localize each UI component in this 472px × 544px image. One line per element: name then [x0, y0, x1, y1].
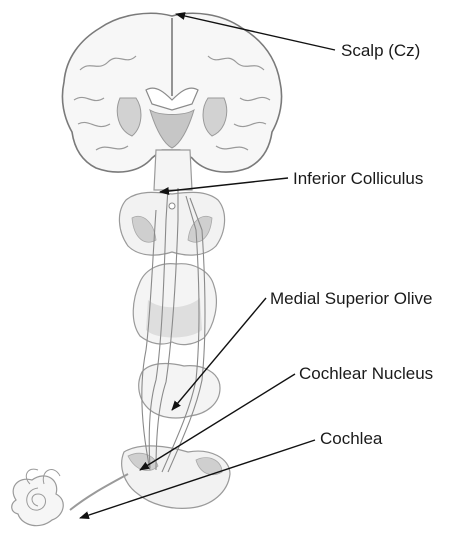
cerebrum	[62, 13, 281, 172]
label-cochlear-nucleus: Cochlear Nucleus	[299, 365, 433, 382]
label-scalp-cz: Scalp (Cz)	[341, 42, 420, 59]
midbrain-stem	[154, 150, 192, 190]
cochlea-structure	[12, 469, 128, 526]
label-medial-superior-olive: Medial Superior Olive	[270, 290, 433, 307]
label-inferior-colliculus: Inferior Colliculus	[293, 170, 423, 187]
label-cochlea: Cochlea	[320, 430, 382, 447]
ic-nucleus-dot	[169, 203, 175, 209]
cochlea-shape	[12, 476, 64, 526]
